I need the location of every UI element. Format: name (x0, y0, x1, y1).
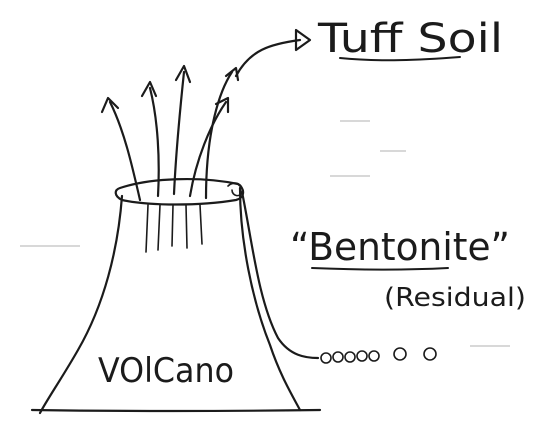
circles-icon (321, 348, 436, 363)
ground-line (32, 410, 320, 411)
eruption-arrow-3 (174, 72, 184, 194)
eruption-arrow-1 (110, 102, 140, 200)
arrow-head-icon (102, 98, 118, 112)
tuff-soil-arrow-line (236, 40, 300, 76)
residual-connector (242, 192, 318, 358)
vent-lines (146, 205, 202, 252)
tuff-soil-label: Tuff Soil (317, 16, 503, 62)
tuff-soil-arrow (236, 30, 310, 76)
volcano-label: VOlCano (98, 351, 234, 391)
volcano-crater-rim (116, 179, 243, 204)
arrow-head-icon (142, 82, 156, 96)
residual-label: (Residual) (384, 283, 526, 313)
bentonite-label: “Bentonite” (290, 225, 510, 269)
volcano-right-slope (240, 188, 300, 410)
